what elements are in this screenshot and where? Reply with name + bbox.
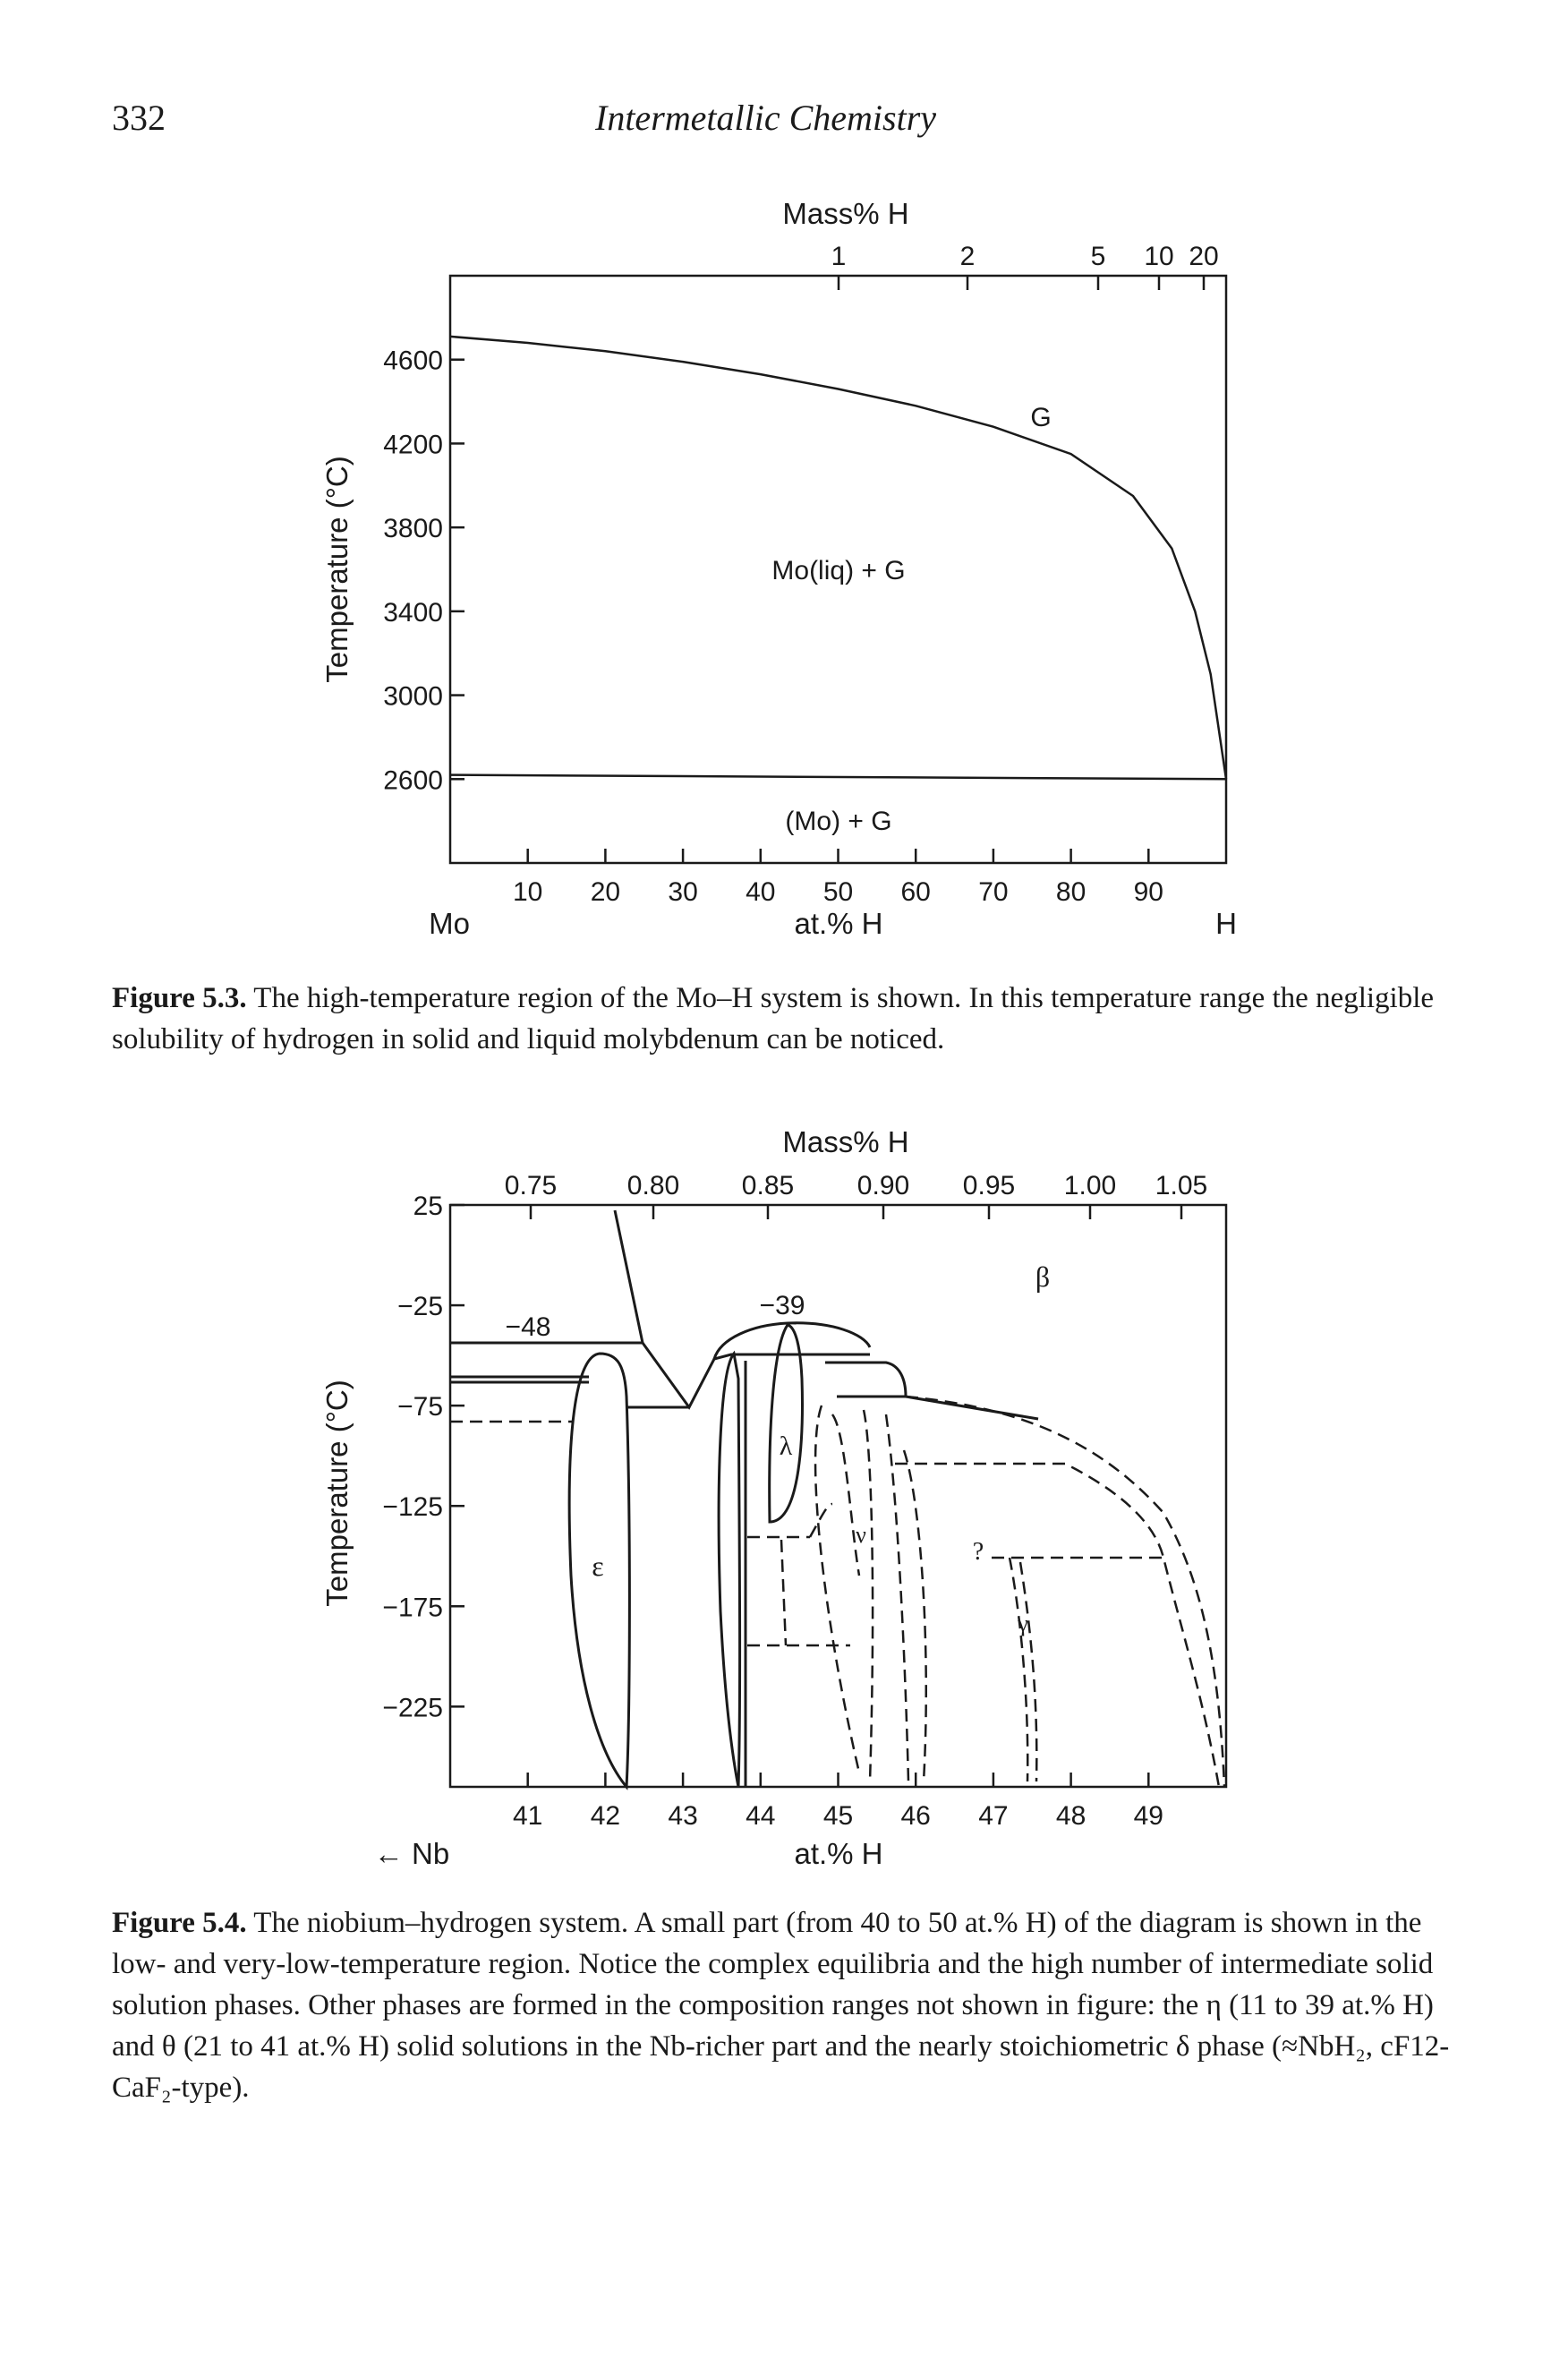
fig2-x-tick-label: 47 [978,1801,1008,1831]
fig2-x-tick-label: 48 [1056,1801,1086,1831]
fig2-phase-label-nu: ν [856,1522,866,1548]
fig2-y-tick-label: 25 [413,1192,443,1221]
fig1-x-tick-label: 80 [1056,877,1086,907]
fig2-x-tick-label: 45 [823,1801,853,1831]
page-number: 332 [112,98,166,138]
fig1-region-label-solid: (Mo) + G [785,807,891,836]
fig2-phase-label-gamma: γ [1017,1610,1028,1636]
fig2-phase-label-epsilon: ε [592,1550,603,1582]
fig1-top-axis-ticks: 1 2 5 10 20 [831,242,1219,290]
fig1-y-axis-label: Temperature (°C) [320,456,354,682]
fig2-x-tick-label: 42 [591,1801,620,1831]
fig2-y-axis-label: Temperature (°C) [320,1380,354,1606]
running-title: Intermetallic Chemistry [595,98,937,138]
fig2-top-tick-label: 0.90 [857,1171,909,1200]
fig1-x-tick-label: 40 [746,877,775,907]
fig1-x-tick-label: 90 [1134,877,1163,907]
fig1-region-label-g: G [1030,403,1051,432]
fig2-x-tick-label: 46 [901,1801,931,1831]
fig2-x-tick-label: 43 [668,1801,697,1831]
fig2-top-tick-label: 0.95 [963,1171,1015,1200]
fig1-phase-boundaries [449,335,1228,781]
fig1-x-tick-label: 50 [823,877,853,907]
figure-5-4-caption-text: The niobium–hydrogen system. A small par… [112,1907,1450,2104]
fig1-y-axis-ticks: 4600 4200 3800 3400 3000 2600 [383,346,464,795]
fig2-y-axis-ticks: 25 −25 −75 −125 −175 −225 [382,1192,464,1722]
fig1-liquidus-curve [449,335,1228,780]
fig2-x-tick-label: 44 [746,1801,775,1831]
fig2-phase-label-beta: β [1035,1260,1050,1293]
fig2-top-tick-label: 1.05 [1155,1171,1207,1200]
fig2-dashed-boundaries [450,1395,1226,1788]
fig1-region-label-liquid: Mo(liq) + G [771,556,905,585]
fig2-annotation-minus39: −39 [760,1291,805,1320]
fig2-left-end-label: ← Nb [374,1837,449,1870]
fig1-x-axis-label: at.% H [794,907,882,940]
fig2-annotation-minus48: −48 [506,1312,551,1342]
fig1-y-tick-label: 3400 [383,598,443,628]
figure-5-4-caption-label: Figure 5.4. [112,1907,247,1939]
fig1-x-tick-label: 30 [668,877,697,907]
figure-5-3-caption: Figure 5.3. The high-temperature region … [112,978,1454,1060]
fig2-top-tick-label: 1.00 [1064,1171,1116,1200]
fig1-top-tick-label: 10 [1144,242,1173,271]
fig1-left-end-label: Mo [429,907,470,940]
fig1-y-tick-label: 4200 [383,430,443,459]
fig1-x-tick-label: 10 [513,877,542,907]
fig1-x-tick-label: 20 [591,877,620,907]
fig2-x-axis-ticks: 41 42 43 44 45 46 47 48 49 [513,1773,1163,1831]
fig2-y-tick-label: −175 [382,1593,443,1622]
fig2-phase-boundaries [450,1209,1039,1790]
fig2-phase-label-unknown: ? [973,1538,984,1566]
fig2-y-tick-label: −25 [397,1292,443,1321]
fig2-top-tick-label: 0.85 [742,1171,794,1200]
fig2-plot-frame [448,1203,1228,1789]
fig1-right-end-label: H [1215,907,1237,940]
fig2-x-tick-label: 41 [513,1801,542,1831]
fig1-top-tick-label: 20 [1189,242,1218,271]
fig2-x-tick-label: 49 [1134,1801,1163,1831]
fig2-top-tick-label: 0.80 [627,1171,679,1200]
fig1-x-axis-ticks: 10 20 30 40 50 60 70 80 90 [513,849,1163,907]
fig1-y-tick-label: 4600 [383,346,443,376]
fig2-phase-label-lambda: λ [780,1431,793,1461]
figure-5-4-caption: Figure 5.4. The niobium–hydrogen system.… [112,1902,1454,2108]
fig1-top-tick-label: 2 [960,242,976,271]
figure-5-3-caption-label: Figure 5.3. [112,982,247,1014]
fig2-top-axis-ticks: 0.75 0.80 0.85 0.90 0.95 1.00 1.05 [505,1171,1207,1219]
fig1-x-tick-label: 60 [901,877,931,907]
fig2-y-tick-label: −225 [382,1693,443,1722]
fig1-y-tick-label: 3800 [383,514,443,543]
fig1-top-axis-label: Mass% H [782,197,908,230]
figure-5-3-caption-text: The high-temperature region of the Mo–H … [112,982,1435,1055]
fig1-y-tick-label: 2600 [383,765,443,795]
fig1-solidus-line [449,773,1227,781]
fig2-y-tick-label: −75 [397,1392,443,1422]
fig1-y-tick-label: 3000 [383,682,443,712]
page-header: 332 Intermetallic Chemistry [112,97,1454,150]
fig2-y-tick-label: −125 [382,1492,443,1522]
fig1-top-tick-label: 1 [831,242,847,271]
fig2-top-axis-label: Mass% H [782,1125,908,1158]
fig1-x-tick-label: 70 [978,877,1008,907]
mo-h-phase-diagram: Mass% H 1 2 5 10 20 4600 4200 3800 3400 3000 2600… [320,197,1237,940]
fig2-top-tick-label: 0.75 [505,1171,557,1200]
fig2-x-axis-label: at.% H [794,1837,882,1870]
fig1-top-tick-label: 5 [1091,242,1106,271]
nb-h-phase-diagram: Mass% H 0.75 0.80 0.85 0.90 0.95 1.00 1.05 [320,1125,1228,1870]
